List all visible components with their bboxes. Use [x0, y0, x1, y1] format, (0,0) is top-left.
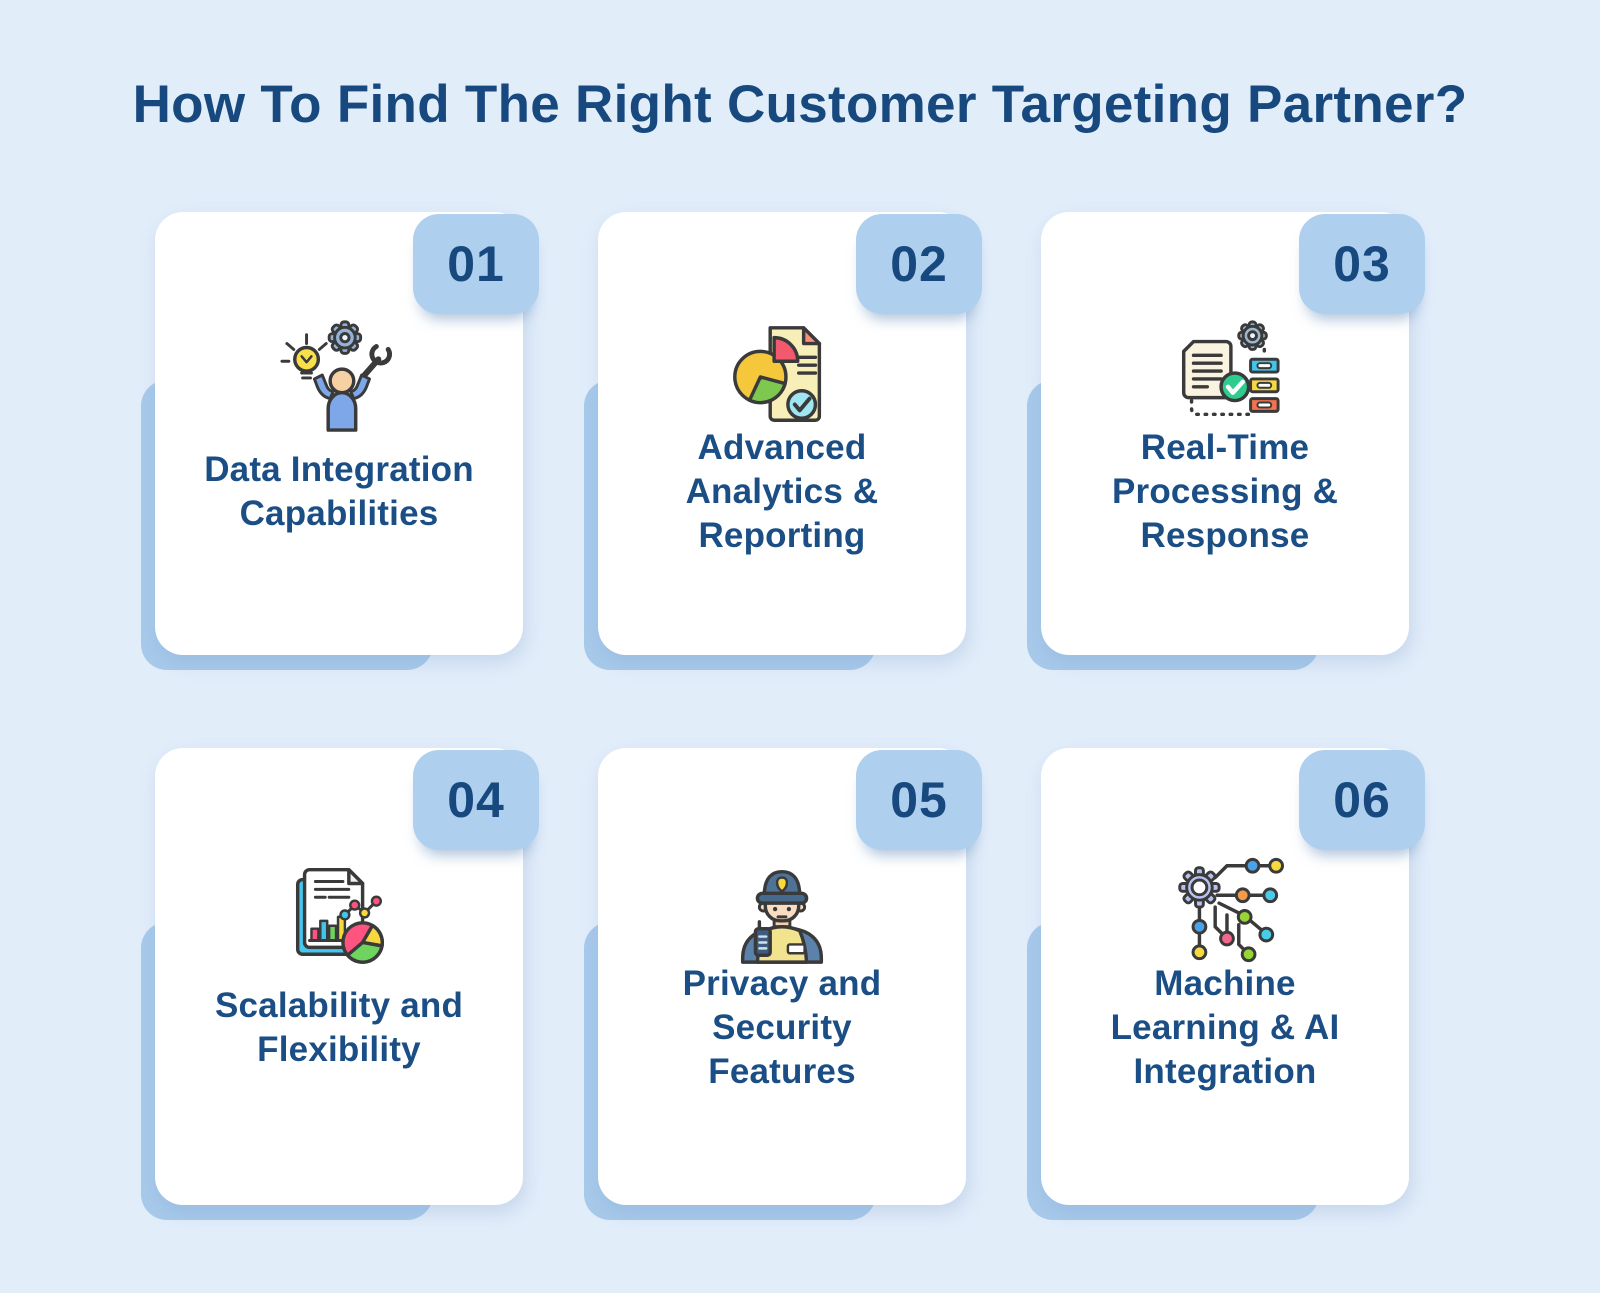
pie-report-icon [598, 307, 966, 442]
card-number: 03 [1333, 236, 1391, 292]
card-privacy-security: 05 Privacy and Security [584, 748, 982, 1220]
card-title: Scalability and Flexibility [214, 986, 464, 1069]
charts-document-icon [155, 843, 523, 978]
workflow-document-icon [1041, 307, 1409, 442]
card-number-badge: 03 [1299, 214, 1425, 314]
security-guard-icon [598, 843, 966, 978]
card-number-badge: 02 [856, 214, 982, 314]
card-title: Data Integration Capabilities [204, 450, 474, 533]
ai-circuit-icon [1041, 843, 1409, 978]
card-number-badge: 06 [1299, 750, 1425, 850]
card-number-badge: 04 [413, 750, 539, 850]
card-scalability: 04 [141, 748, 539, 1220]
card-data-integration: 01 [141, 212, 539, 670]
card-number-badge: 01 [413, 214, 539, 314]
innovation-person-icon [155, 307, 523, 442]
card-number: 04 [447, 772, 505, 828]
card-number: 06 [1333, 772, 1391, 828]
card-advanced-analytics: 02 Advanced Analytics & Reporting [584, 212, 982, 670]
card-title: Machine Learning & AI Integration [1110, 964, 1340, 1091]
card-machine-learning: 06 [1027, 748, 1425, 1220]
card-title: Advanced Analytics & Reporting [685, 428, 879, 555]
card-number-badge: 05 [856, 750, 982, 850]
card-title: Real-Time Processing & Response [1111, 428, 1339, 555]
card-title: Privacy and Security Features [682, 964, 882, 1091]
card-number: 05 [890, 772, 948, 828]
card-real-time-processing: 03 [1027, 212, 1425, 670]
card-number: 01 [447, 236, 505, 292]
page-title: How To Find The Right Customer Targeting… [132, 75, 1468, 134]
card-number: 02 [890, 236, 948, 292]
